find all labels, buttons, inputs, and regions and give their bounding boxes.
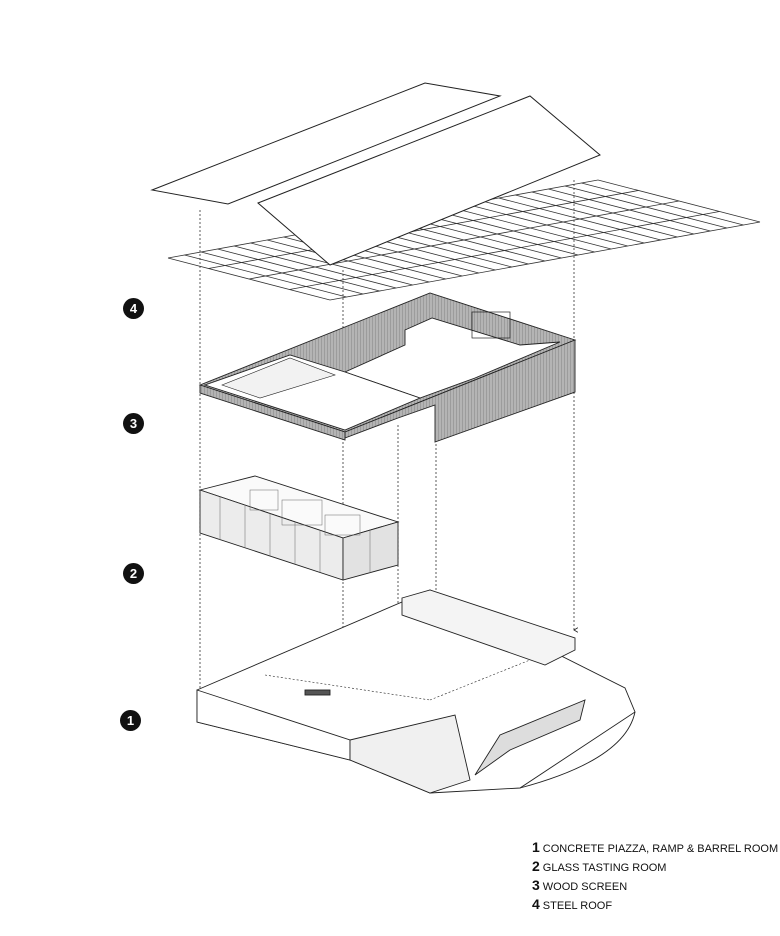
grid-member bbox=[581, 182, 744, 226]
grid-member bbox=[548, 188, 711, 232]
grid-member bbox=[449, 206, 612, 250]
grid-member bbox=[515, 194, 678, 238]
grid-member bbox=[200, 251, 364, 295]
grid-member bbox=[234, 245, 397, 289]
roof-plane-left bbox=[150, 82, 502, 205]
grid-member bbox=[184, 254, 347, 298]
grid-member bbox=[597, 179, 761, 223]
grid-member bbox=[531, 191, 694, 235]
grid-member bbox=[167, 257, 331, 301]
grid-member bbox=[465, 203, 628, 247]
legend-label: STEEL ROOF bbox=[542, 900, 613, 912]
roof-plane-right bbox=[257, 95, 601, 266]
legend-label: GLASS TASTING ROOM bbox=[542, 862, 667, 874]
legend-label: CONCRETE PIAZZA, RAMP & BARREL ROOM bbox=[542, 843, 779, 855]
concrete-piazza bbox=[196, 589, 636, 794]
grid-member bbox=[267, 239, 430, 283]
grid-member bbox=[482, 200, 645, 244]
grid-member bbox=[498, 197, 661, 241]
wood-screen bbox=[198, 292, 577, 443]
legend-number: 2 bbox=[532, 858, 540, 874]
component-badge-2: 2 bbox=[123, 563, 144, 584]
grid-member bbox=[432, 209, 595, 253]
component-badge-3: 3 bbox=[123, 413, 144, 434]
legend-number: 4 bbox=[532, 896, 540, 912]
glass-tasting-room bbox=[198, 475, 400, 581]
grid-member bbox=[564, 185, 728, 229]
legend-number: 1 bbox=[532, 839, 540, 855]
legend-number: 3 bbox=[532, 877, 540, 893]
grid-member bbox=[415, 212, 579, 256]
grid-member bbox=[217, 248, 380, 292]
component-badge-1: 1 bbox=[120, 710, 141, 731]
component-badge-4: 4 bbox=[123, 298, 144, 319]
legend-label: WOOD SCREEN bbox=[542, 881, 628, 893]
